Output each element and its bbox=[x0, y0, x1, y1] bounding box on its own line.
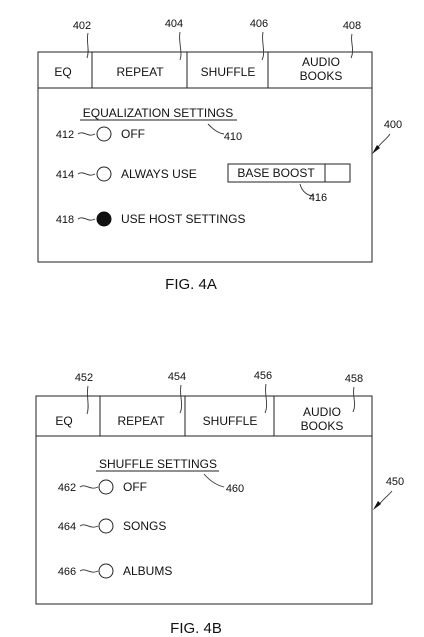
ref-numeral: 464 bbox=[58, 521, 76, 533]
leader-line bbox=[77, 217, 96, 221]
tab-eq[interactable]: EQ bbox=[55, 414, 72, 428]
tab-shuffle[interactable]: SHUFFLE bbox=[201, 65, 256, 79]
leader-line bbox=[264, 383, 268, 414]
ref-numeral: 452 bbox=[75, 372, 93, 384]
radio-always-use[interactable] bbox=[96, 166, 112, 182]
leader-line bbox=[261, 31, 265, 61]
figure-4b: EQ REPEAT SHUFFLE AUDIO BOOKS 452 454 45… bbox=[35, 370, 404, 637]
ref-numeral: 404 bbox=[165, 18, 183, 30]
ref-numeral: 456 bbox=[254, 370, 272, 382]
leader-line bbox=[203, 473, 225, 488]
option-label-off: OFF bbox=[123, 480, 147, 494]
ref-numeral: 462 bbox=[58, 482, 76, 494]
ref-numeral: 460 bbox=[226, 483, 244, 495]
ref-numeral: 402 bbox=[73, 20, 91, 32]
option-label-albums: ALBUMS bbox=[123, 564, 172, 578]
ref-numeral: 408 bbox=[343, 20, 361, 32]
section-heading: EQUALIZATION SETTINGS bbox=[83, 106, 233, 120]
leader-line bbox=[299, 183, 315, 197]
tab-repeat[interactable]: REPEAT bbox=[117, 414, 165, 428]
leader-line bbox=[207, 123, 225, 135]
ref-numeral: 458 bbox=[345, 373, 363, 385]
arrowhead bbox=[372, 145, 380, 154]
leader-line bbox=[77, 172, 96, 176]
ref-numeral: 410 bbox=[224, 131, 242, 143]
leader-line bbox=[79, 485, 99, 489]
leader-line bbox=[352, 386, 356, 413]
leader-line bbox=[179, 31, 182, 61]
leader-line bbox=[79, 524, 99, 528]
dropdown-value: BASE BOOST bbox=[237, 166, 315, 180]
tab-eq[interactable]: EQ bbox=[54, 65, 71, 79]
tab-shuffle[interactable]: SHUFFLE bbox=[203, 414, 258, 428]
ref-numeral: 454 bbox=[168, 371, 186, 383]
ref-numeral: 418 bbox=[56, 214, 74, 226]
panel-4a bbox=[37, 51, 373, 263]
ref-numeral: 466 bbox=[58, 566, 76, 578]
radio-songs[interactable] bbox=[98, 518, 114, 534]
leader-line bbox=[86, 32, 89, 59]
panel-4b bbox=[35, 395, 373, 605]
tab-repeat[interactable]: REPEAT bbox=[116, 65, 164, 79]
tab-audiobooks-line2[interactable]: BOOKS bbox=[300, 69, 343, 83]
tab-audiobooks-line2[interactable]: BOOKS bbox=[301, 419, 344, 433]
ref-numeral: 450 bbox=[386, 476, 404, 488]
radio-use-host-settings[interactable] bbox=[96, 211, 112, 227]
leader-line bbox=[350, 33, 354, 59]
figure-caption: FIG. 4A bbox=[165, 276, 217, 293]
tab-audiobooks-line1[interactable]: AUDIO bbox=[302, 55, 340, 69]
radio-albums[interactable] bbox=[98, 563, 114, 579]
leader-line bbox=[77, 132, 96, 136]
option-label-songs: SONGS bbox=[123, 519, 166, 533]
arrowhead bbox=[373, 501, 381, 510]
option-label-always-use: ALWAYS USE bbox=[121, 167, 197, 181]
section-heading: SHUFFLE SETTINGS bbox=[99, 457, 217, 471]
figure-caption: FIG. 4B bbox=[170, 620, 222, 637]
option-label-use-host-settings: USE HOST SETTINGS bbox=[121, 212, 245, 226]
leader-line bbox=[179, 384, 183, 414]
option-label-off: OFF bbox=[121, 127, 145, 141]
ref-numeral: 406 bbox=[250, 18, 268, 30]
tab-audiobooks-line1[interactable]: AUDIO bbox=[303, 405, 341, 419]
leader-line bbox=[79, 569, 99, 573]
ref-numeral: 414 bbox=[56, 169, 74, 181]
radio-off[interactable] bbox=[98, 479, 114, 495]
ref-numeral: 412 bbox=[56, 129, 74, 141]
radio-off[interactable] bbox=[96, 126, 112, 142]
bass-boost-dropdown[interactable] bbox=[227, 163, 351, 183]
ref-numeral: 400 bbox=[384, 119, 402, 131]
leader-line bbox=[86, 385, 89, 415]
ref-numeral: 416 bbox=[309, 192, 327, 204]
figure-4a: EQ REPEAT SHUFFLE AUDIO BOOKS 402 404 40… bbox=[37, 18, 402, 293]
